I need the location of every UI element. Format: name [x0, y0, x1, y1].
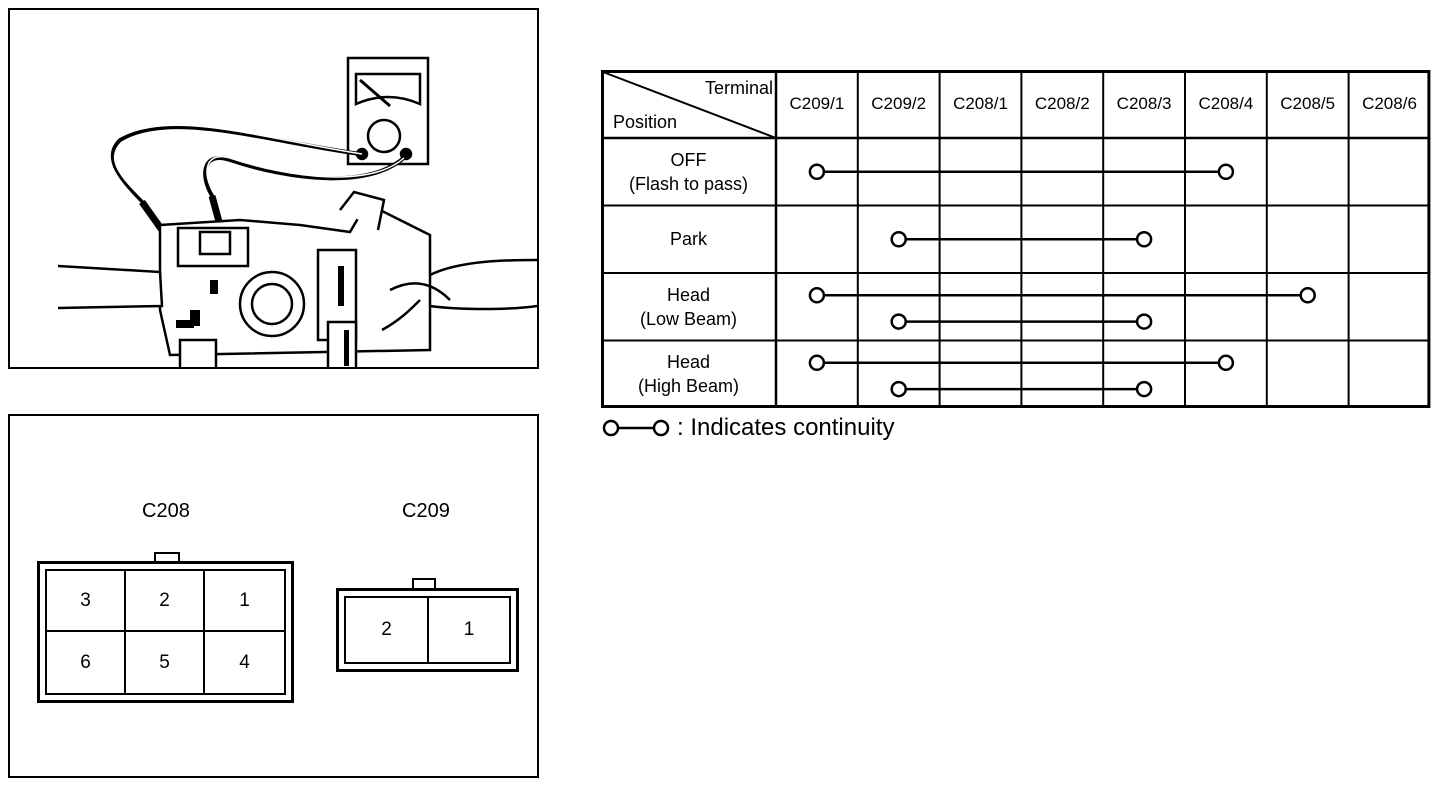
table-grid	[601, 70, 1431, 408]
connector-views: C208 C209 3 2 1 6 5 4 2 1	[8, 414, 539, 778]
continuity-mark	[808, 287, 1316, 304]
column-header-c209-1: C209/1	[789, 94, 845, 113]
c208-pin-6: 6	[45, 630, 126, 695]
column-header-c208-5: C208/5	[1280, 94, 1336, 113]
row-label-line1: Head	[666, 284, 711, 305]
row-label-line1: OFF	[670, 149, 707, 170]
header-terminal: Terminal	[704, 78, 773, 98]
continuity-mark	[890, 380, 1153, 398]
continuity-table: Terminal Position C209/1 C209/2 C208/1 C208…	[601, 70, 1431, 408]
c208-pin-3: 3	[45, 569, 126, 632]
c209-pin-1: 1	[427, 596, 511, 664]
c208-pin-5: 5	[124, 630, 205, 695]
c208-connector	[37, 561, 294, 703]
c208-pin-1: 1	[203, 569, 286, 632]
column-header-c208-1: C208/1	[953, 94, 1008, 113]
continuity-mark	[890, 231, 1153, 248]
continuity-mark	[808, 163, 1235, 180]
row-label: OFF (Flash to pass)	[601, 138, 776, 206]
row-label: Park	[601, 206, 776, 274]
switch-test-illustration	[8, 8, 539, 380]
c209-pin-2: 2	[344, 596, 429, 664]
ohmmeter-illustration	[57, 56, 538, 380]
c208-face: 3 2 1 6 5 4	[45, 569, 286, 695]
column-header-c208-6: C208/6	[1362, 94, 1417, 113]
continuity-mark	[890, 313, 1153, 330]
c208-pin-2: 2	[124, 569, 205, 632]
header-diagonal	[602, 71, 777, 139]
row-label-line1: Park	[669, 229, 707, 250]
continuity-symbol-icon	[602, 419, 670, 437]
meter-needle	[359, 78, 391, 108]
continuity-legend: : Indicates continuity	[601, 411, 894, 445]
continuity-mark	[808, 354, 1235, 372]
column-header-c208-3: C208/3	[1116, 94, 1172, 113]
c208-pin-4: 4	[203, 630, 286, 695]
c209-latch	[412, 578, 436, 590]
c209-face: 2 1	[344, 596, 511, 664]
column-header-c208-2: C208/2	[1034, 94, 1090, 113]
legend-text: : Indicates continuity	[677, 414, 895, 441]
table-border	[601, 70, 1431, 408]
header-position: Position	[613, 112, 678, 132]
row-label-line2: (Flash to pass)	[628, 173, 749, 194]
row-label: Head (High Beam)	[601, 341, 776, 409]
row-label-line2: (Low Beam)	[639, 308, 738, 329]
row-label: Head (Low Beam)	[601, 273, 776, 341]
c209-connector	[336, 588, 519, 672]
c209-label: C209	[402, 500, 450, 522]
c208-label: C208	[142, 500, 190, 522]
column-header-c209-2: C209/2	[871, 94, 927, 113]
column-header-c208-4: C208/4	[1198, 94, 1254, 113]
row-label-line2: (High Beam)	[637, 376, 740, 397]
row-label-line1: Head	[666, 352, 711, 373]
